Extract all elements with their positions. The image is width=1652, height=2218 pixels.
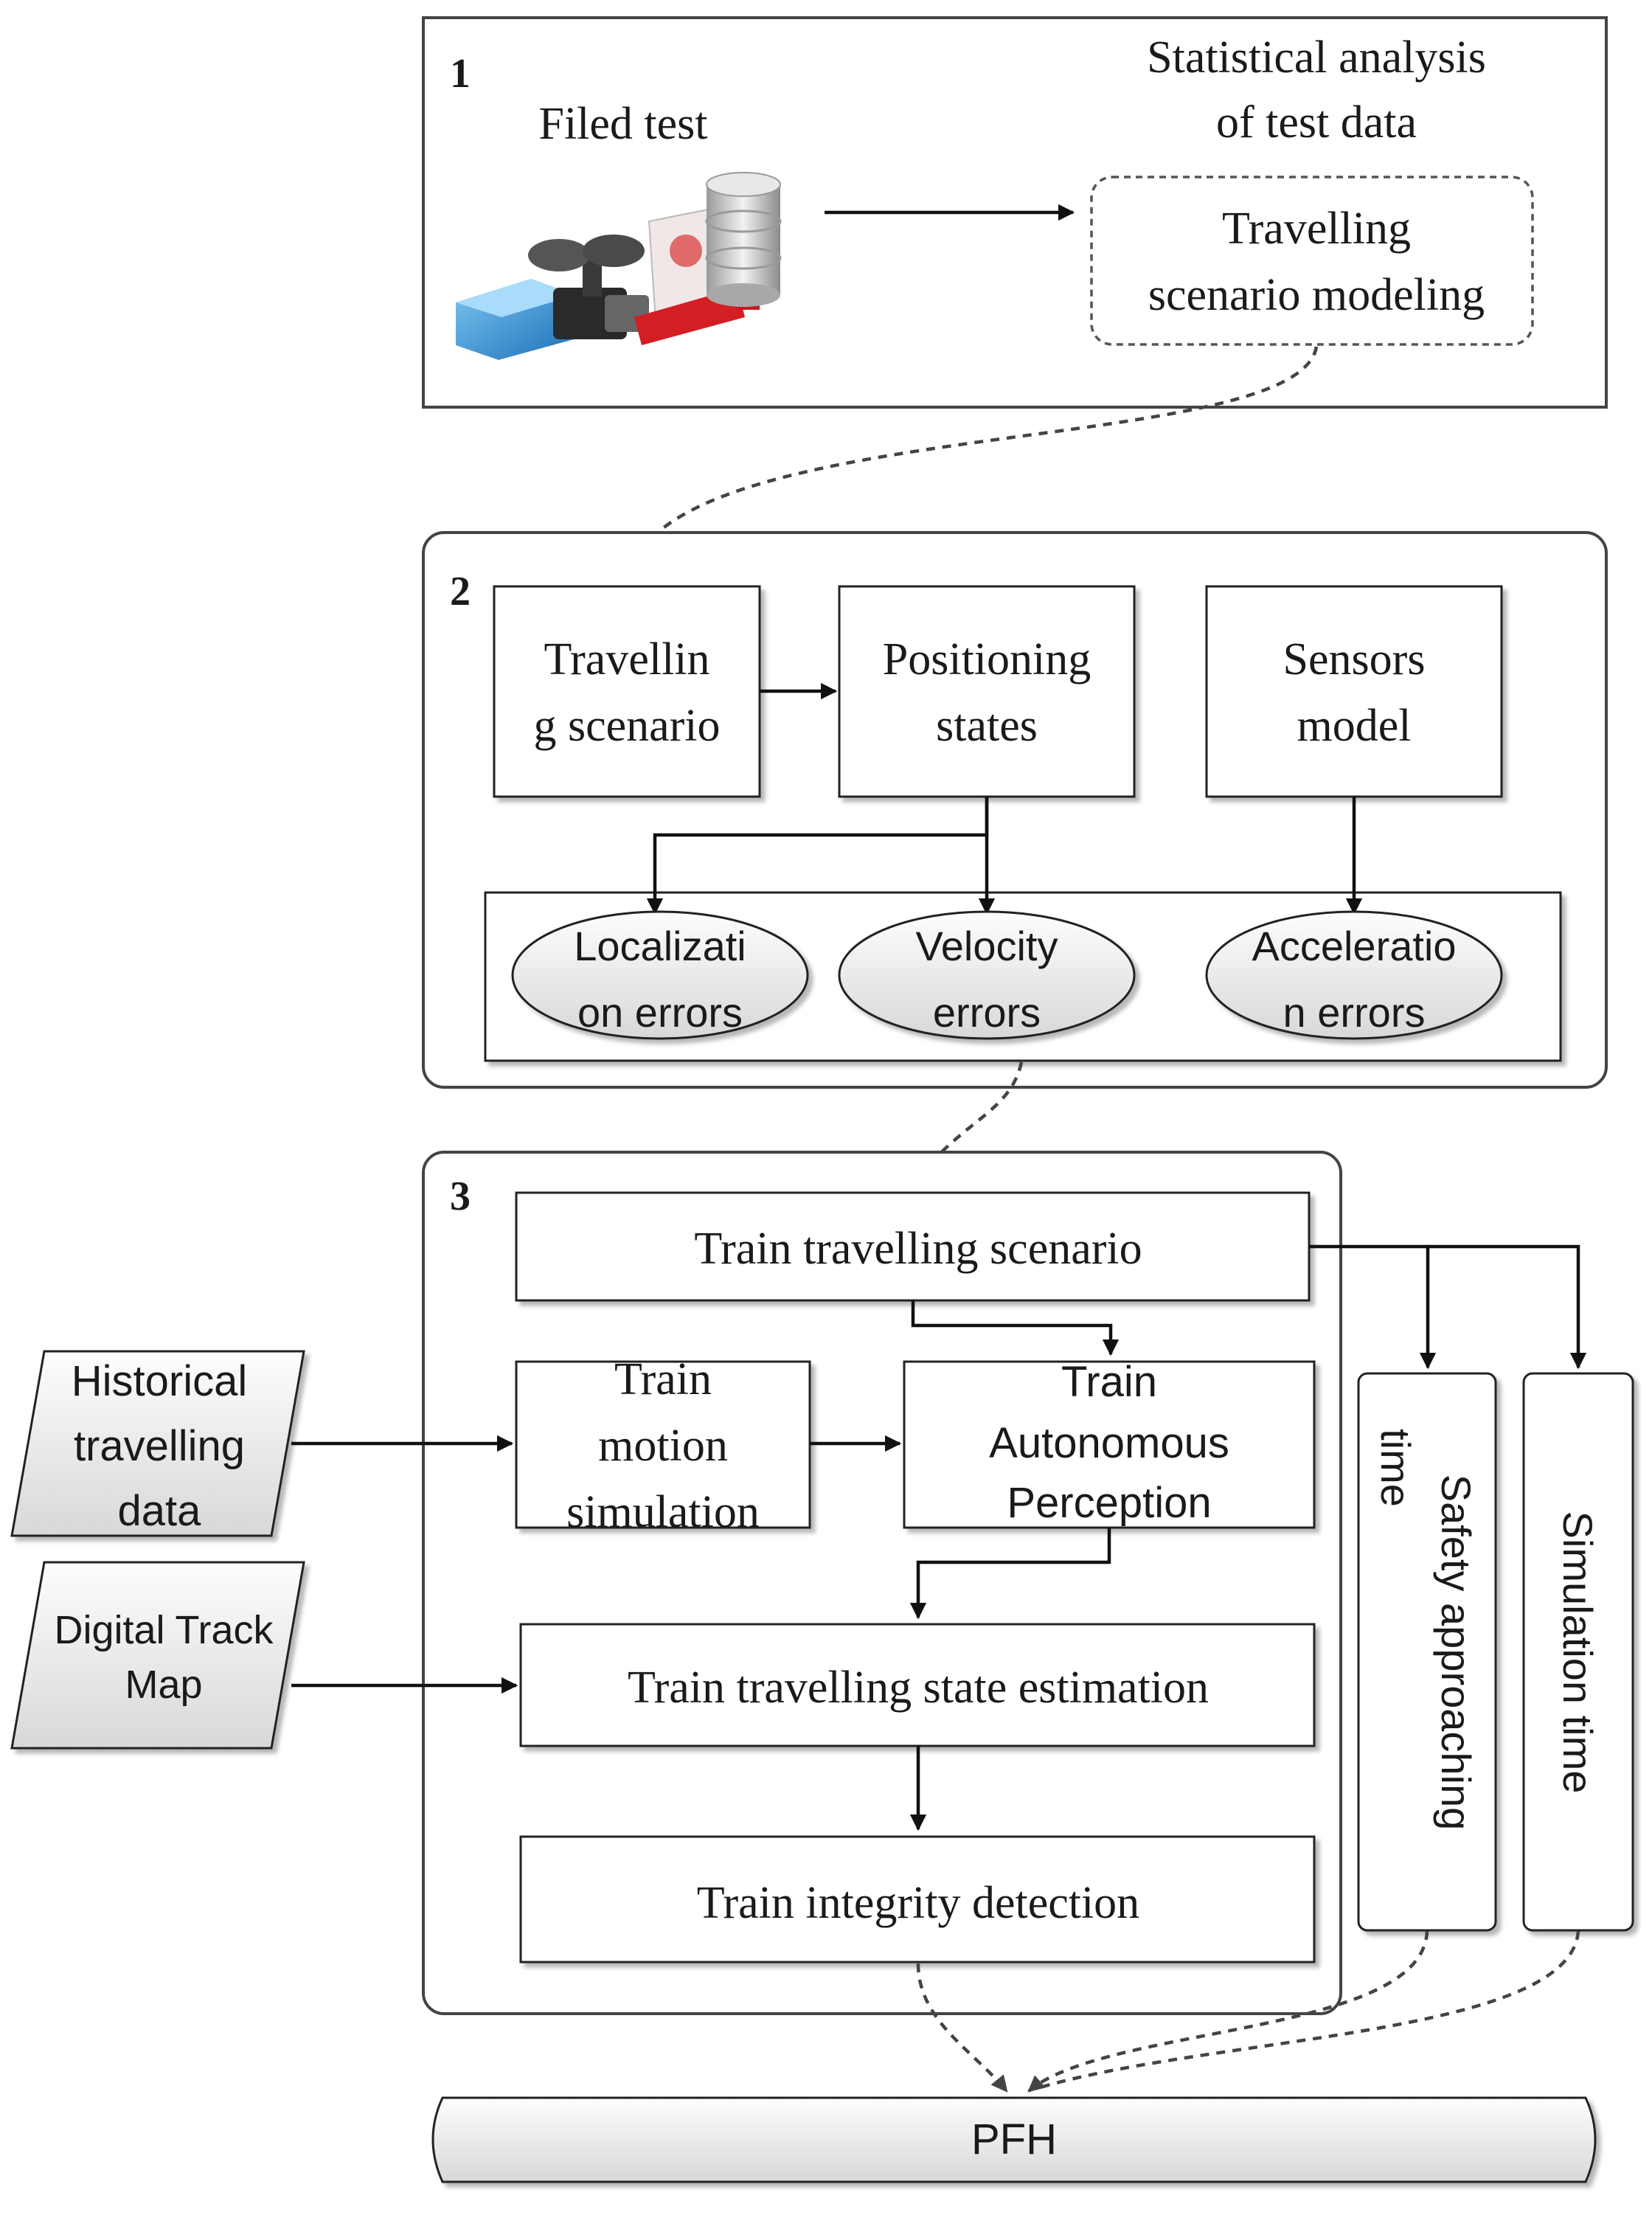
dashed-safety-to-pfh — [1027, 1930, 1429, 2093]
train-autonomous-perception-box — [903, 1360, 1316, 1529]
train-perception-line3: Perception — [1007, 1479, 1211, 1527]
acceleration-errors-line2: n errors — [1283, 989, 1426, 1036]
train-motion-line2: motion — [598, 1421, 728, 1471]
panel-3-number: 3 — [450, 1174, 471, 1219]
train-motion-line1: Train — [614, 1354, 712, 1404]
digital-map-line2: Map — [125, 1663, 202, 1707]
sensors-model-line1: Sensors — [1283, 634, 1426, 685]
sensors-model-box — [1205, 585, 1503, 798]
simulation-time-box — [1522, 1372, 1634, 1932]
velocity-errors-line1: Velocity — [916, 923, 1058, 969]
historical-line1: Historical — [72, 1357, 248, 1405]
train-motion-simulation-box — [515, 1360, 811, 1529]
safety-approaching-time-box — [1357, 1372, 1497, 1932]
digital-map-line1: Digital Track — [54, 1608, 274, 1652]
digital-map-shape — [10, 1561, 305, 1750]
inputs: Historical travelling data Digital Track… — [10, 1350, 518, 1750]
travelling-scenario-line1: Travellin — [544, 634, 709, 685]
scenario-modeling-line1: Travelling — [1222, 204, 1411, 254]
acceleration-errors-oval — [1205, 910, 1503, 1040]
panel-3: 3 Train travelling scenario Train motion… — [422, 1151, 1342, 2015]
database-icon — [634, 172, 782, 345]
arrow-scenario-to-simulation — [1428, 1244, 1587, 1370]
safety-approaching-line1: Safety approaching — [1433, 1474, 1479, 1831]
scenario-modeling-line2: scenario modeling — [1148, 270, 1485, 320]
arrow-scenario-to-perception — [911, 1300, 1120, 1356]
localization-errors-oval — [511, 910, 809, 1040]
panel-2: 2 Travellin g scenario Positioning state… — [422, 531, 1608, 1089]
sensors-model-line2: model — [1297, 701, 1412, 751]
velocity-errors-oval — [838, 910, 1136, 1040]
positioning-states-line2: states — [936, 701, 1038, 751]
travelling-scenario-line2: g scenario — [533, 701, 720, 751]
velocity-errors-line2: errors — [933, 989, 1041, 1036]
travelling-scenario-box — [493, 585, 761, 798]
historical-data-shape — [10, 1350, 305, 1537]
integrity-detection-box — [519, 1835, 1316, 1964]
pfh-output: PFH — [431, 2096, 1597, 2183]
simulation-time-label: Simulation time — [1555, 1511, 1601, 1794]
historical-line2: travelling — [74, 1422, 245, 1470]
panel-1: 1 Filed test Statistical analysis of tes… — [422, 16, 1608, 409]
panel-1-number: 1 — [450, 51, 471, 97]
field-test-label: Filed test — [538, 99, 707, 149]
dashed-simulation-to-pfh — [1039, 1930, 1580, 2090]
arrow-perception-to-estimation — [909, 1528, 1111, 1620]
panel-2-number: 2 — [450, 569, 471, 614]
historical-line3: data — [118, 1487, 202, 1535]
scenario-modeling-box — [1090, 176, 1534, 346]
test-equipment-icon — [456, 235, 649, 360]
side-columns: Safety approaching time Simulation time — [1309, 1244, 1634, 1932]
train-travelling-scenario-label: Train travelling scenario — [694, 1224, 1142, 1274]
statistical-analysis-line1: Statistical analysis — [1147, 32, 1486, 83]
positioning-states-line1: Positioning — [883, 634, 1092, 685]
pfh-shape — [431, 2096, 1597, 2183]
train-motion-line3: simulation — [566, 1487, 760, 1537]
localization-errors-line1: Localizati — [574, 923, 746, 969]
localization-errors-line2: on errors — [577, 989, 743, 1036]
positioning-states-box — [838, 585, 1136, 798]
train-perception-line2: Autonomous — [989, 1419, 1229, 1467]
integrity-detection-label: Train integrity detection — [697, 1878, 1139, 1928]
acceleration-errors-line1: Acceleratio — [1252, 923, 1456, 969]
train-travelling-scenario-box — [515, 1191, 1311, 1302]
state-estimation-box — [519, 1623, 1316, 1747]
statistical-analysis-line2: of test data — [1216, 97, 1417, 148]
safety-approaching-line2: time — [1372, 1429, 1419, 1507]
train-perception-line1: Train — [1061, 1358, 1157, 1406]
state-estimation-label: Train travelling state estimation — [628, 1663, 1209, 1713]
dashed-integrity-to-pfh — [916, 1963, 1008, 2093]
pfh-label: PFH — [971, 2115, 1057, 2163]
